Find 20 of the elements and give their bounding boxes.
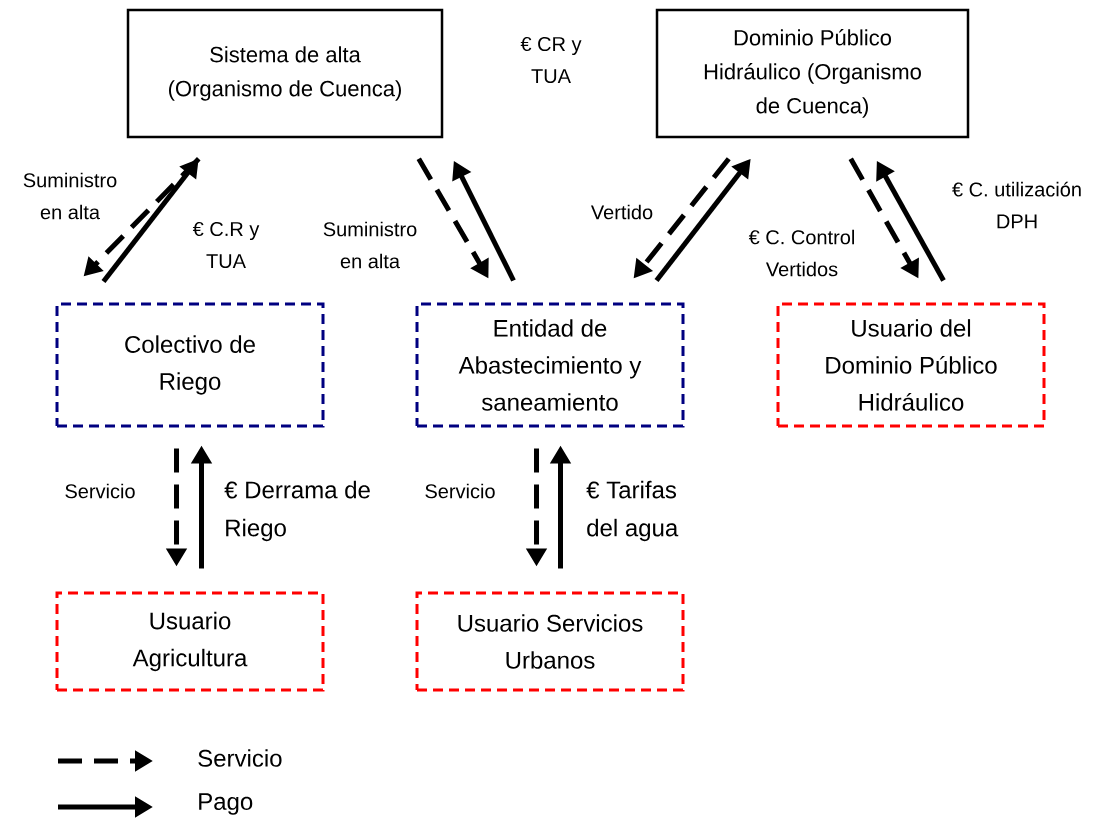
edge-label: € Tarifas del agua xyxy=(585,479,698,543)
process-box: Usuario del Dominio Público Hidráulico xyxy=(776,302,1046,428)
note-text: € CR y TUA xyxy=(520,36,582,84)
process-box: Colectivo de Riego xyxy=(55,302,325,428)
process-box: Usuario Servicios Urbanos xyxy=(415,591,685,692)
process-box: Dominio Público Hidráulico (Organismo de Cuenca) xyxy=(655,8,970,139)
edge-label: € C. utilización DPH xyxy=(936,180,1098,230)
edge-label: Suministro en alta xyxy=(11,171,129,221)
edge-label: € C. Control Vertidos xyxy=(736,228,868,278)
legend-label: Pago xyxy=(199,793,253,815)
edge-label: Servicio xyxy=(63,482,137,500)
process-box: Entidad de Abastecimiento y saneamiento xyxy=(415,302,685,428)
process-box: Usuario Agricultura xyxy=(55,591,325,692)
legend-label: Servicio xyxy=(198,749,282,767)
edge-label: Suministro en alta xyxy=(311,220,429,270)
process-box: Sistema de alta (Organismo de Cuenca) xyxy=(126,8,444,139)
edge-label: € Derrama de Riego xyxy=(223,479,391,543)
edge-label: Vertido xyxy=(589,203,655,221)
edge-label: Servicio xyxy=(423,482,497,500)
edge-label: € C.R y TUA xyxy=(175,220,277,270)
